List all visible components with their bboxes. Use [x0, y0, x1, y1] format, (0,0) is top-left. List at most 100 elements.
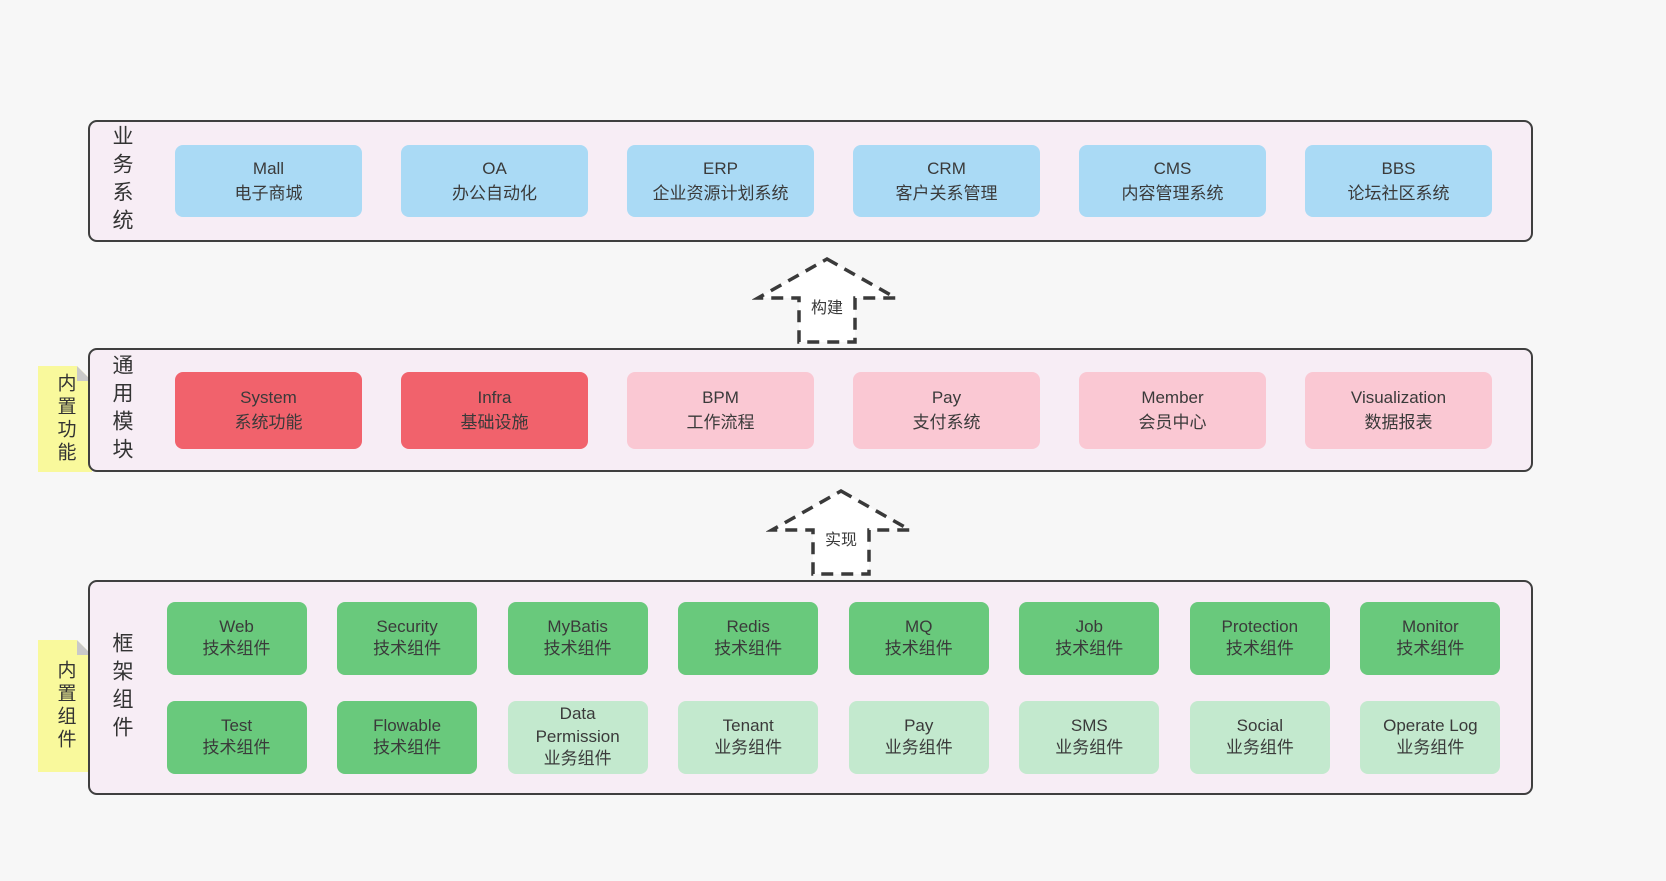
module-name-en: Test [220, 715, 253, 735]
module-name-zh: 业务组件 [543, 749, 612, 769]
sticky-note-built-in-components: 内置组件 [38, 640, 92, 772]
module-name-zh: 业务组件 [884, 738, 953, 757]
module-name-en: MyBatis [547, 616, 608, 636]
module-name-en: Tenant [722, 715, 774, 735]
band-label-framework-components: 框架组件 [110, 631, 133, 744]
module-box-web: Web 技术组件 [166, 601, 307, 675]
module-name-zh: 系统功能 [234, 413, 303, 432]
module-box-mall: Mall 电子商城 [175, 145, 362, 217]
module-name-en: ERP [703, 158, 738, 178]
module-name-en: Security [376, 616, 438, 636]
module-box-test: Test 技术组件 [166, 700, 307, 774]
arrow-implement-label: 实现 [822, 526, 860, 550]
module-name-zh: 企业资源计划系统 [652, 184, 789, 203]
common-modules-row: System 系统功能 Infra 基础设施 BPM 工作流程 Pay 支付系统… [136, 371, 1531, 449]
module-box-infra: Infra 基础设施 [401, 371, 588, 449]
module-name-en: Monitor [1402, 616, 1459, 636]
module-box-security: Security 技术组件 [337, 601, 478, 675]
module-name-zh: 基础设施 [460, 413, 529, 432]
module-box-operate-log: Operate Log 业务组件 [1360, 700, 1501, 774]
module-name-en: System [240, 387, 297, 407]
module-name-zh: 技术组件 [1055, 639, 1124, 658]
module-name-en: BPM [702, 387, 739, 407]
module-name-en: Visualization [1350, 387, 1447, 407]
module-name-en: Pay [931, 387, 962, 407]
module-name-en: OA [482, 158, 507, 178]
module-name-zh: 内容管理系统 [1121, 184, 1224, 203]
module-name-zh: 业务组件 [714, 738, 783, 757]
module-box-bbs: BBS 论坛社区系统 [1305, 145, 1492, 217]
module-name-zh: 技术组件 [1225, 639, 1294, 658]
sticky-note-label: 内置组件 [54, 660, 76, 752]
framework-components-row-1: Web 技术组件 Security 技术组件 MyBatis 技术组件 Redi… [136, 601, 1531, 675]
module-box-sms: SMS 业务组件 [1019, 700, 1160, 774]
module-name-zh: 电子商城 [234, 184, 303, 203]
module-box-crm: CRM 客户关系管理 [853, 145, 1040, 217]
band-rows: Mall 电子商城 OA 办公自动化 ERP 企业资源计划系统 CRM 客户关系… [136, 145, 1531, 217]
band-common-modules: 通用模块 System 系统功能 Infra 基础设施 BPM 工作流程 Pay… [88, 348, 1533, 472]
module-name-en: Social [1236, 715, 1283, 735]
module-name-zh: 技术组件 [884, 639, 953, 658]
module-box-member: Member 会员中心 [1079, 371, 1266, 449]
sticky-note-built-in-features: 内置功能 [38, 366, 92, 472]
module-box-bpm: BPM 工作流程 [627, 371, 814, 449]
module-name-zh: 客户关系管理 [895, 184, 998, 203]
module-box-monitor: Monitor 技术组件 [1360, 601, 1501, 675]
module-name-zh: 业务组件 [1396, 738, 1465, 757]
module-name-zh: 技术组件 [202, 738, 271, 757]
module-box-mybatis: MyBatis 技术组件 [507, 601, 648, 675]
module-name-en: Job [1075, 616, 1103, 636]
module-box-data-permission: Data Permission 业务组件 [507, 700, 648, 774]
arrow-implement: 实现 [766, 486, 916, 578]
module-box-mq: MQ 技术组件 [848, 601, 989, 675]
module-box-social: Social 业务组件 [1189, 700, 1330, 774]
module-box-erp: ERP 企业资源计划系统 [627, 145, 814, 217]
module-box-redis: Redis 技术组件 [678, 601, 819, 675]
arrow-build-label: 构建 [808, 294, 846, 318]
band-rows: System 系统功能 Infra 基础设施 BPM 工作流程 Pay 支付系统… [136, 371, 1531, 449]
framework-components-row-2: Test 技术组件 Flowable 技术组件 Data Permission … [136, 700, 1531, 774]
module-name-zh: 技术组件 [373, 738, 442, 757]
module-name-en: Infra [477, 387, 512, 407]
module-name-en: SMS [1070, 715, 1108, 735]
module-name-zh: 业务组件 [1225, 738, 1294, 757]
module-name-zh: 技术组件 [714, 639, 783, 658]
module-box-pay: Pay 业务组件 [848, 700, 989, 774]
band-framework-components: 框架组件 Web 技术组件 Security 技术组件 MyBatis 技术组件… [88, 580, 1533, 795]
module-name-zh: 支付系统 [912, 413, 981, 432]
module-box-job: Job 技术组件 [1019, 601, 1160, 675]
module-name-zh: 论坛社区系统 [1347, 184, 1450, 203]
module-name-en: Web [219, 616, 254, 636]
band-label-business-systems: 业务系统 [110, 125, 133, 237]
module-box-protection: Protection 技术组件 [1189, 601, 1330, 675]
module-name-zh: 会员中心 [1138, 413, 1207, 432]
module-name-en: Redis [726, 616, 770, 636]
module-name-en: Member [1141, 387, 1204, 407]
module-box-cms: CMS 内容管理系统 [1079, 145, 1266, 217]
module-name-en: Pay [904, 715, 934, 735]
module-name-en: Flowable [373, 715, 442, 735]
arrow-build: 构建 [752, 254, 902, 346]
module-name-en: Operate Log [1383, 715, 1478, 735]
module-name-zh: 技术组件 [543, 639, 612, 658]
module-box-visualization: Visualization 数据报表 [1305, 371, 1492, 449]
module-name-zh: 技术组件 [373, 639, 442, 658]
module-box-system: System 系统功能 [175, 371, 362, 449]
module-name-zh: 技术组件 [202, 639, 271, 658]
module-name-en: Protection [1221, 616, 1299, 636]
module-box-pay: Pay 支付系统 [853, 371, 1040, 449]
module-box-tenant: Tenant 业务组件 [678, 700, 819, 774]
module-name-zh: 数据报表 [1364, 413, 1433, 432]
module-name-en: Mall [252, 158, 285, 178]
module-box-flowable: Flowable 技术组件 [337, 700, 478, 774]
sticky-note-label: 内置功能 [54, 373, 76, 465]
band-rows: Web 技术组件 Security 技术组件 MyBatis 技术组件 Redi… [136, 601, 1531, 774]
module-name-en: CRM [927, 158, 966, 178]
band-label-common-modules: 通用模块 [110, 354, 133, 466]
module-name-zh: 办公自动化 [452, 184, 537, 203]
module-name-zh: 工作流程 [686, 413, 755, 432]
module-name-en: Data Permission [535, 704, 620, 746]
business-systems-row: Mall 电子商城 OA 办公自动化 ERP 企业资源计划系统 CRM 客户关系… [136, 145, 1531, 217]
module-name-en: CMS [1153, 158, 1192, 178]
module-box-oa: OA 办公自动化 [401, 145, 588, 217]
